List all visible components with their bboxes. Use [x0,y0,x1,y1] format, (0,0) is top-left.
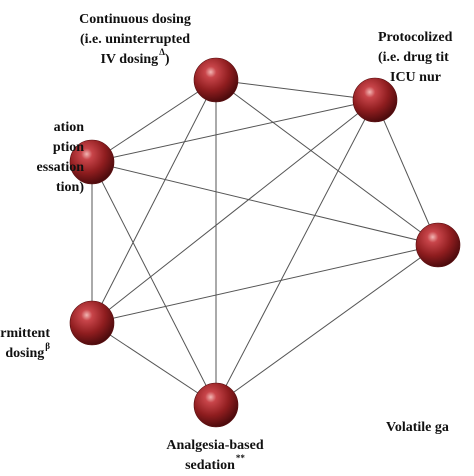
label-line: (i.e. drug tit [378,50,449,65]
label-line: Continuous dosing [79,12,191,27]
label-line: IV dosingΔ) [40,47,230,70]
label-line: dosingβ [0,341,50,364]
node-label-analgesia-based: Analgesia-based sedation** [120,436,310,476]
edge-protocolized-volatile [374,99,439,246]
edge-continuous-interruption [91,79,217,163]
label-line: ption [52,140,84,155]
label-line: Volatile ga [386,420,449,435]
beta-marker: β [45,341,50,352]
edge-continuous-volatile [215,79,439,246]
label-line: sedation** [120,453,310,476]
edge-volatile-analgesia [215,244,439,406]
edge-continuous-intermittent [91,79,217,324]
edges-layer [91,79,439,406]
label-line: Analgesia-based [166,438,264,453]
node-sphere-analgesia [193,382,239,428]
node-sphere-protocolized [352,77,398,123]
label-text: IV dosing [100,52,159,67]
label-line: ICU nur [390,70,441,85]
label-line: tion) [56,180,84,195]
node-sphere-intermittent [69,300,115,346]
edge-analgesia-intermittent [91,322,217,406]
node-sphere-volatile [415,222,461,268]
label-line: (i.e. uninterrupted [79,32,191,47]
double-asterisk-marker: ** [235,453,245,464]
node-sphere-interruption [69,139,115,185]
edge-protocolized-analgesia [215,99,376,406]
label-text: sedation [185,458,235,473]
delta-marker: Δ [159,47,165,58]
node-label-intermittent-dosing: ntermittent dosingβ [0,324,50,364]
edge-protocolized-intermittent [91,99,376,324]
node-label-volatile: Volatile ga [386,418,474,438]
edge-volatile-intermittent [91,244,439,324]
label-line: ation [53,120,84,135]
node-label-continuous-dosing: Continuous dosing (i.e. uninterrupted IV… [40,10,230,70]
node-label-interruption: ation ption essation tion) [0,118,84,198]
node-sphere-continuous [193,57,239,103]
closing-paren: ) [164,52,170,67]
label-line: Protocolized [378,30,453,45]
nodes-layer [69,57,461,428]
label-line: essation [36,160,84,175]
node-label-protocolized: Protocolized (i.e. drug tit ICU nur [378,28,474,88]
edge-protocolized-interruption [91,99,376,163]
edge-volatile-interruption [91,161,439,246]
label-line: ntermittent [0,326,50,341]
edge-continuous-protocolized [215,79,376,101]
label-text: dosing [5,346,45,361]
edge-analgesia-interruption [91,161,217,406]
